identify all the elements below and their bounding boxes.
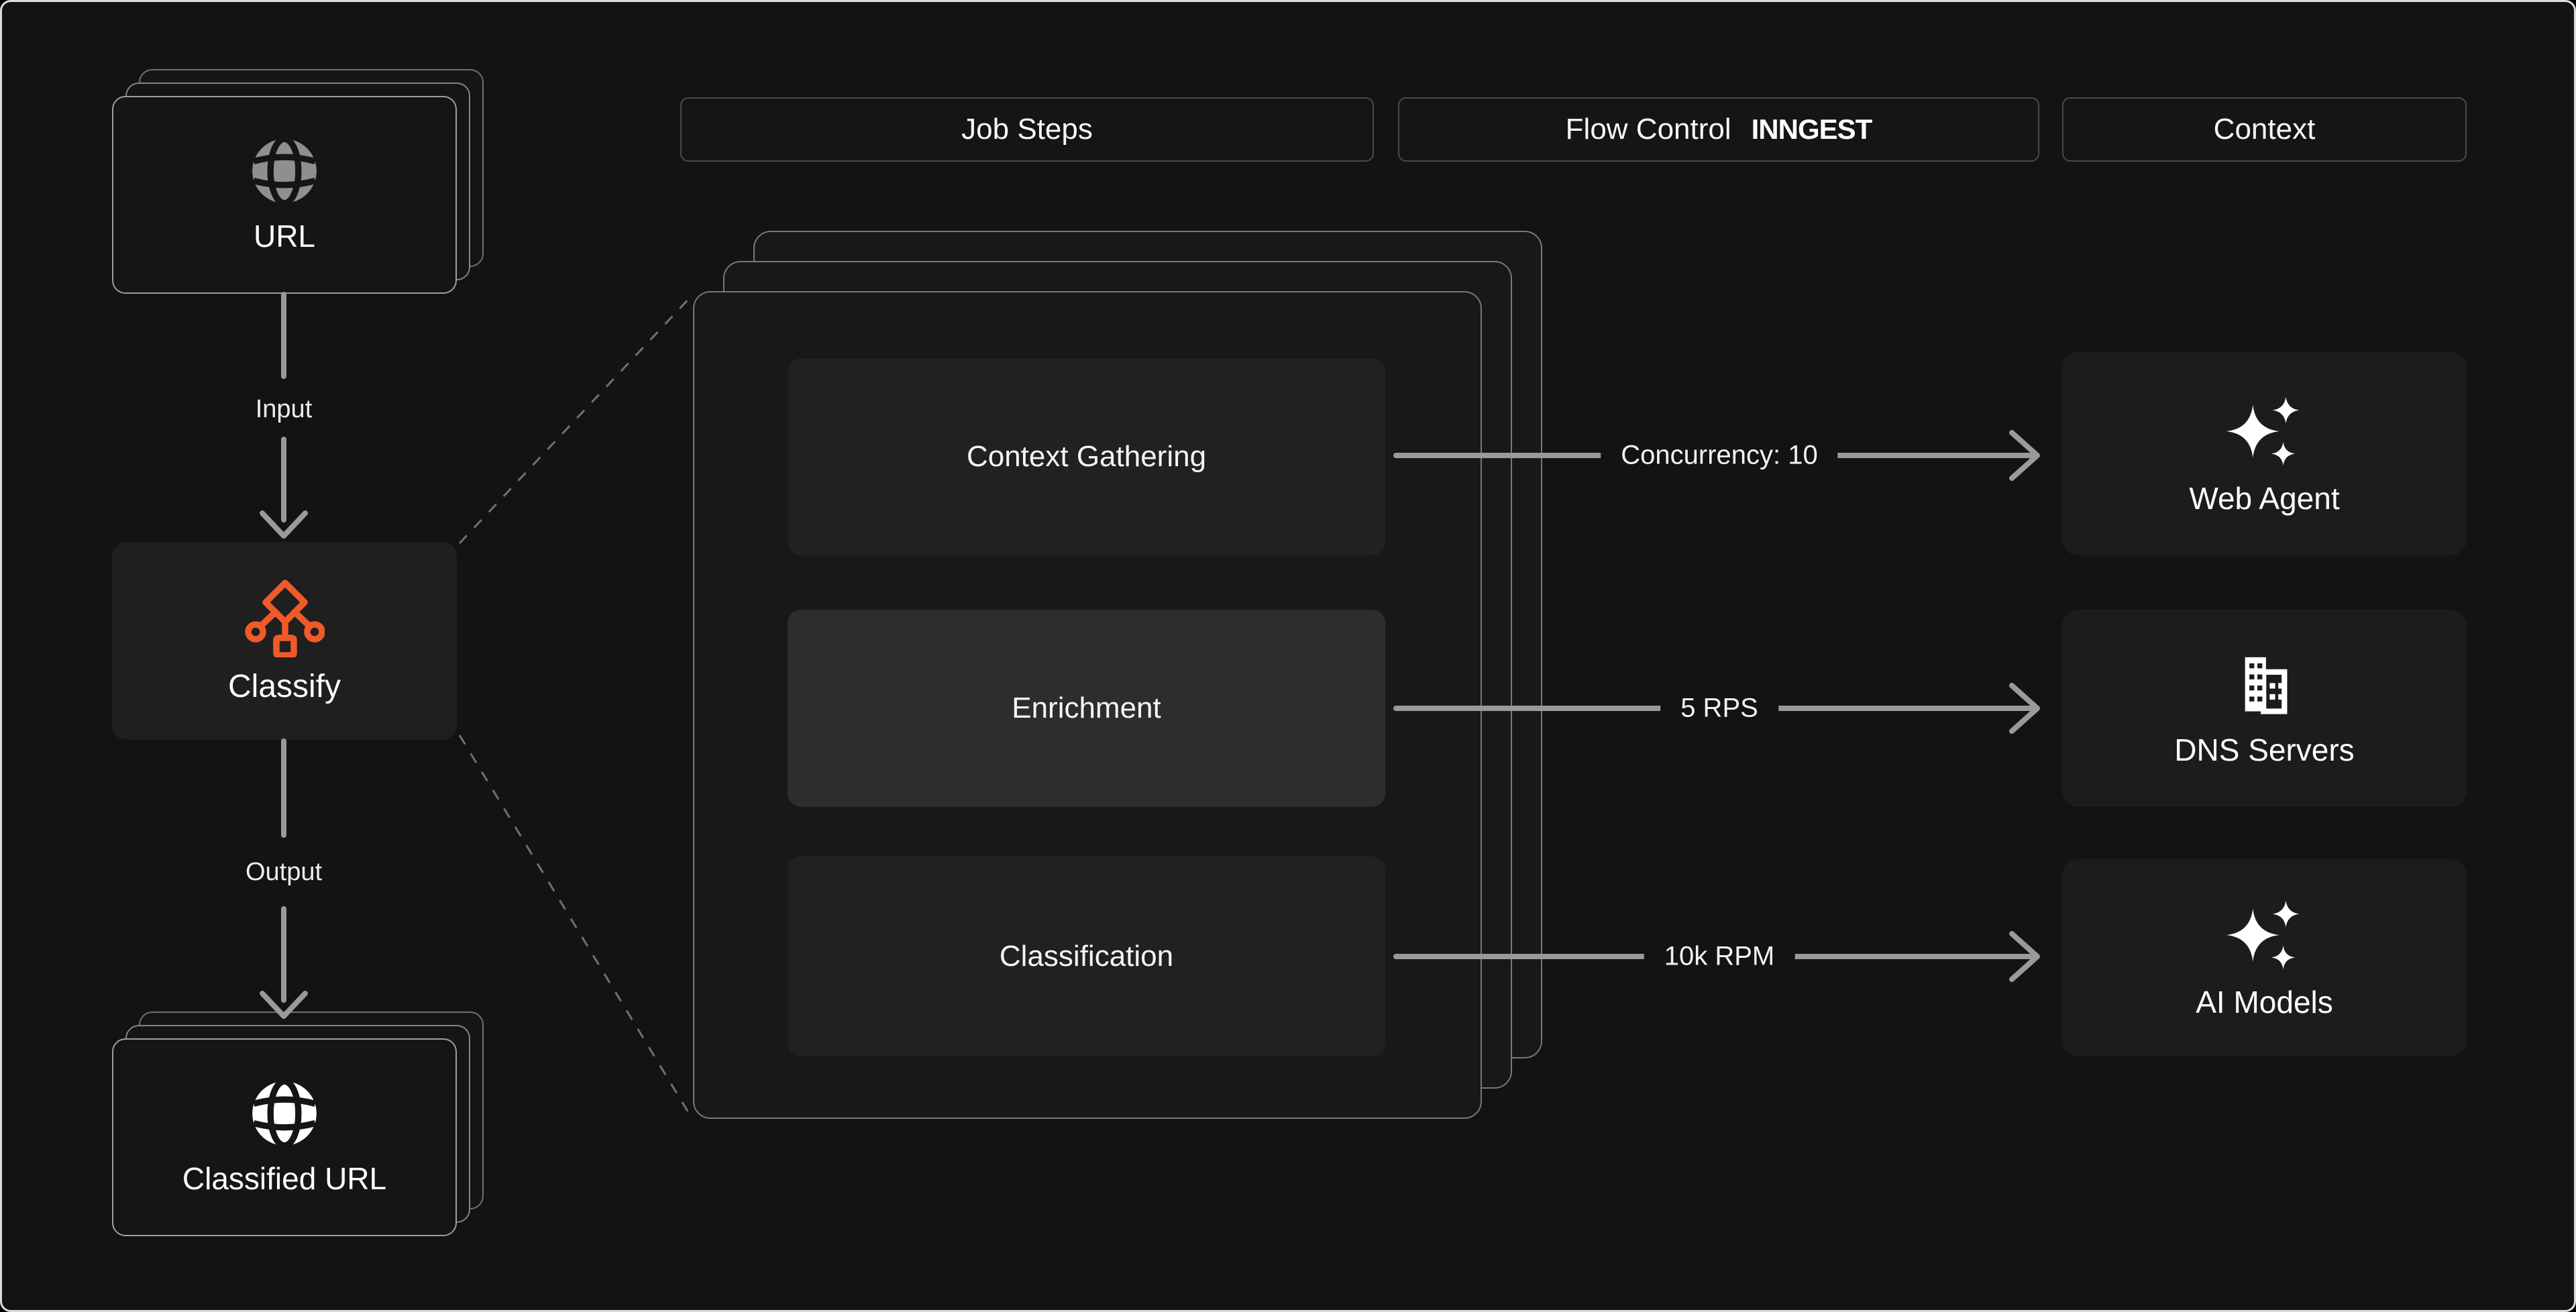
globe-icon [250, 135, 319, 207]
header-job-steps-label: Job Steps [961, 113, 1093, 146]
rps-label: 5 RPS [1660, 688, 1778, 729]
web-agent-card-label: Web Agent [2189, 480, 2340, 516]
header-context: Context [2062, 97, 2467, 162]
step-context-gathering-label: Context Gathering [966, 440, 1207, 473]
step-classification: Classification [788, 857, 1385, 1056]
dns-servers-card-label: DNS Servers [2174, 732, 2355, 767]
step-enrichment-label: Enrichment [1012, 692, 1161, 724]
header-flow-control: Flow Control INNGEST [1398, 97, 2039, 162]
step-context-gathering: Context Gathering [788, 358, 1385, 555]
inngest-logo: INNGEST [1751, 113, 1873, 145]
classified-url-card-label: Classified URL [182, 1160, 387, 1196]
buildings-icon [2228, 649, 2302, 722]
output-label: Output [230, 855, 337, 889]
arrowhead-right-icon [2009, 931, 2040, 982]
rpm-label: 10k RPM [1644, 936, 1795, 977]
expand-dashed-line-bottom [458, 734, 692, 1116]
url-card: URL [112, 96, 457, 294]
sparkles-icon [2225, 392, 2304, 471]
arrowhead-right-icon [2009, 683, 2040, 734]
ai-models-card: AI Models [2062, 859, 2467, 1056]
globe-icon [250, 1077, 319, 1149]
url-card-label: URL [253, 218, 316, 254]
classified-url-card: Classified URL [112, 1038, 457, 1236]
web-agent-card: Web Agent [2062, 352, 2467, 555]
expand-dashed-line-top [458, 294, 693, 545]
classify-workflow-icon [244, 577, 325, 659]
header-flow-control-label: Flow Control [1565, 113, 1731, 146]
arrowhead-down-icon [260, 510, 308, 539]
arrowhead-right-icon [2009, 430, 2040, 481]
step-classification-label: Classification [999, 940, 1174, 973]
header-job-steps: Job Steps [680, 97, 1374, 162]
concurrency-label: Concurrency: 10 [1601, 435, 1838, 476]
dns-servers-card: DNS Servers [2062, 610, 2467, 807]
header-context-label: Context [2213, 113, 2316, 146]
input-label: Input [240, 392, 327, 427]
classify-card-label: Classify [227, 669, 341, 704]
classify-card: Classify [112, 542, 457, 740]
ai-models-card-label: AI Models [2196, 985, 2333, 1020]
step-enrichment: Enrichment [788, 610, 1385, 807]
sparkles-icon [2225, 895, 2304, 975]
